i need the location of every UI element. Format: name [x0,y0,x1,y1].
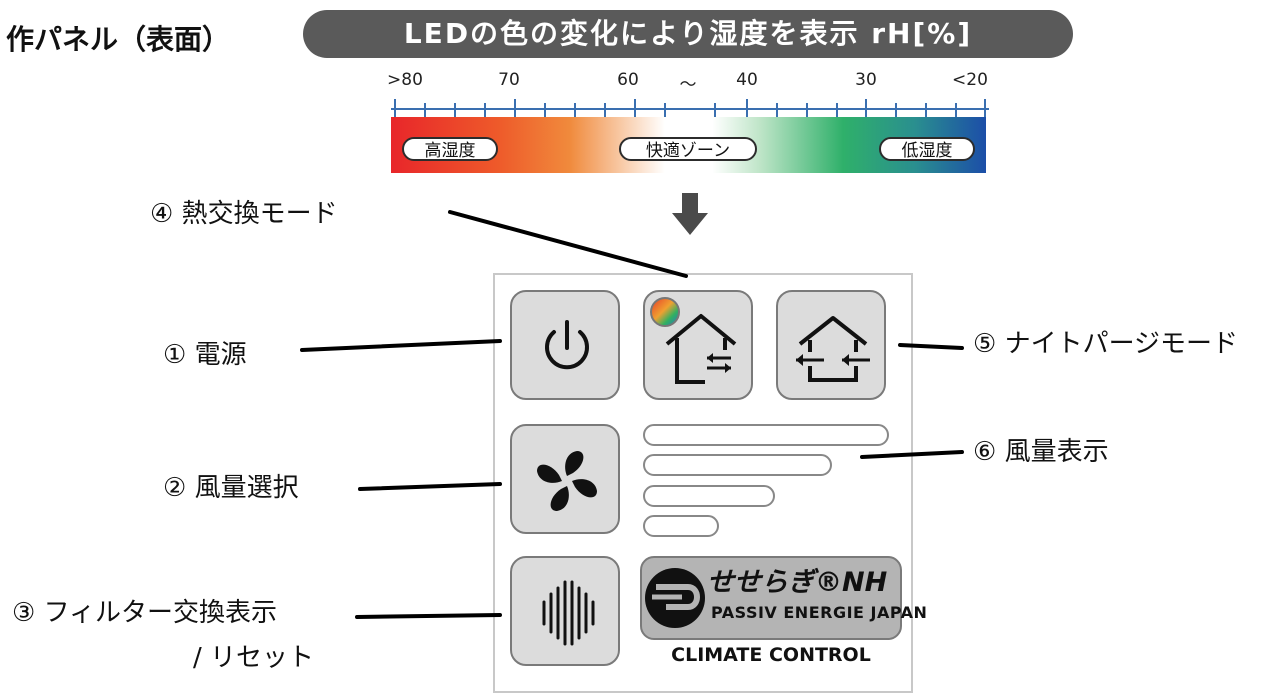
brand-logo-icon [645,568,705,628]
fan-level-bar-1 [643,515,719,537]
climate-control-label: CLIMATE CONTROL [671,644,871,666]
power-button[interactable] [510,290,620,400]
power-icon [545,320,589,370]
tick-label-60: 60 [617,70,639,90]
fan-level-bar-2 [643,485,775,507]
label-heat-exchange-mode: ④ 熱交換モード [150,199,338,229]
label-filter-change: ③ フィルター交換表示 [12,598,278,628]
brand-name: せせらぎ®NH [707,567,888,598]
house-heat-exchange-icon [650,297,737,384]
zone-low-humidity: 低湿度 [879,137,975,161]
label-fan-select: ② 風量選択 [163,473,299,503]
label-fan-display: ⑥ 風量表示 [973,437,1109,467]
down-arrow-icon [672,193,708,235]
heat-exchange-button[interactable] [643,290,753,400]
tick-label-lt20: <20 [952,70,988,90]
page-title: 作パネル（表面） [5,23,230,56]
callout-line-fan-display [860,450,964,459]
callout-line-fan-select [358,482,502,491]
fan-speed-button[interactable] [510,424,620,534]
filter-reset-button[interactable] [510,556,620,666]
led-humidity-banner: LEDの色の変化により湿度を表示 rH[%] [303,10,1073,58]
tick-label-gt80: >80 [387,70,423,90]
callout-line-heat-exchange [448,210,688,278]
fan-level-bar-3 [643,454,832,476]
callout-line-night-purge [898,343,964,350]
night-purge-button[interactable] [776,290,886,400]
tick-label-tilde: ～ [679,75,697,95]
tick-label-40: 40 [736,70,758,90]
tick-label-70: 70 [498,70,520,90]
label-night-purge-mode: ⑤ ナイトパージモード [973,329,1239,359]
zone-comfort: 快適ゾーン [619,137,757,161]
fan-icon [537,451,597,511]
tick-label-30: 30 [855,70,877,90]
filter-icon [542,580,595,646]
callout-line-filter [355,613,502,619]
house-night-purge-icon [796,316,870,382]
brand-subtitle: PASSIV ENERGIE JAPAN [711,603,928,622]
label-filter-reset: / リセット [193,643,315,673]
zone-high-humidity: 高湿度 [402,137,498,161]
callout-line-power [300,339,502,352]
fan-level-bar-4 [643,424,889,446]
label-power: ① 電源 [163,340,247,370]
